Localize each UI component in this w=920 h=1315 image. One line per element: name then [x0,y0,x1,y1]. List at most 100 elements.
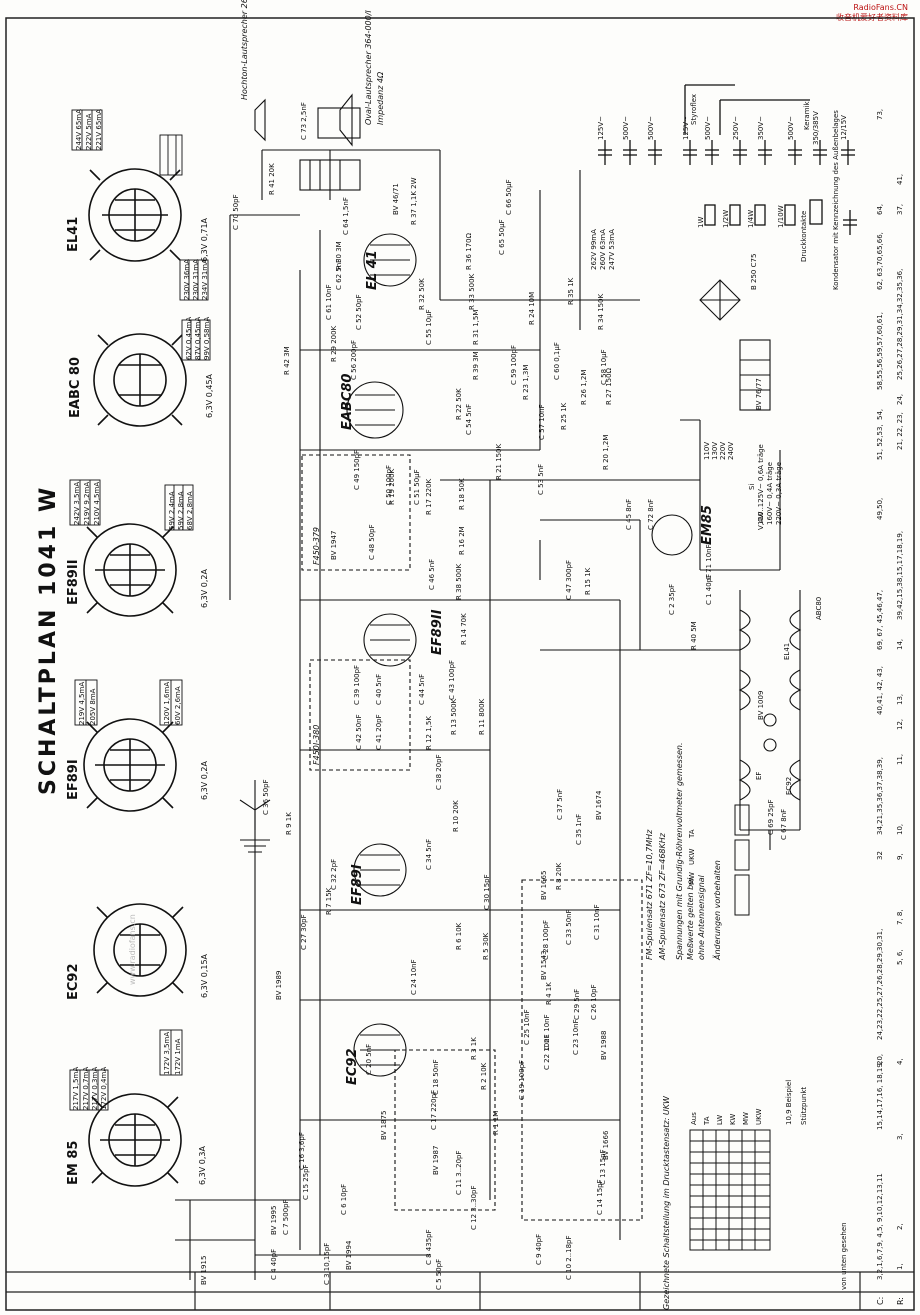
psu-legend-label: 250V~ [732,115,740,140]
table-c-cell: 3,2,1,6,7,9, 4,5, 9,10,12,13,11 [876,1173,884,1280]
el41-pinout [88,168,182,262]
table-c-cell: 20, [876,1053,884,1065]
component-label: R 1 1M [492,1110,500,1135]
switch-footer: von unten gesehen [840,1222,848,1290]
component-label: R 18 50K [458,478,466,510]
note-changes: Änderungen vorbehalten [713,860,722,960]
tube-name-el41: EL41 [66,216,81,252]
voltage-tables [69,109,211,1111]
tube-pinouts [83,168,187,1187]
table-c-cell: 32 [876,851,884,860]
table-c-cell: 64, [876,203,884,215]
mains-lamp: V,4W [757,511,765,530]
component-label: C 73 2,5nF [300,102,308,140]
fuse-label: 220V~ 0,3A träge [775,461,783,525]
circuit-tube-ef89ii: EF89II [430,609,445,655]
note-values: Meßwerte gelten bei [686,877,695,960]
component-label: R 31 1,5M [472,309,480,345]
ec92-table-row: 172V 3,5mA [163,1031,171,1075]
page-border [5,17,915,1311]
component-label: C 31 10nF [593,904,601,940]
tube-heater-ec92: 6,3V 0,15A [200,953,209,998]
note-am-coil: AM-Spulensatz 673 ZF=468KHz [658,833,667,960]
component-label: C 5 50pF [435,1258,443,1290]
tube-heater-em85: 6,3V 0,3A [198,1146,207,1185]
component-label: R 22 50K [455,388,463,420]
component-label: R 7 15K [325,887,333,915]
psu-legend-label: 350V~ [757,115,765,140]
coil-label: BV 1988 [600,1030,608,1060]
ef89ii-table-row: 210V 4,5mA [93,481,101,525]
tap-label: 240V [727,441,735,460]
psu-legend-label: Kondensator mit Kennzeichnung des Außenb… [832,110,840,290]
table-c-cell: 54, [876,408,884,420]
voltage-box-row: 262V 99mA [590,229,598,270]
ef89ii-pinout [83,523,177,617]
schematic-title: SCHALTPLAN 1041 W [36,484,61,795]
rectifier-label: B 250 C75 [750,253,758,290]
table-r-cell: 11, [896,753,904,765]
el41-table-row: 222V 5mA [85,113,93,150]
table-c-cell: 40,41, 42, 43, [876,666,884,715]
switch-header: TA [703,1116,711,1125]
el41b-table-row: 234V 31mA [201,259,209,300]
component-label: C 48 50pF [368,524,376,560]
psu-legend-symbols [598,84,857,235]
table-r-cell: 25,26,27,28,29,31,34,32,35,36, [896,268,904,380]
em85-table-row: 172V 0,4mA [100,1066,108,1110]
component-label: R 24 10M [528,291,536,325]
em85-pinout [88,1093,182,1187]
component-label: C 20 5nF [365,1043,373,1075]
eabc-table-row: 99V 0,58mA [203,316,211,360]
table-c-cell: 51, 52,53, [876,424,884,460]
component-label: C 39 100pF [353,664,361,705]
table-r-cell: 14, [896,638,904,650]
component-label: C 66 50µF [505,179,513,215]
mode-box: TA [688,829,696,838]
component-label: C 57 10nF [538,404,546,440]
tube-heater-ef89i: 6,3V 0,2A [200,761,209,800]
component-label: R 6 10K [455,922,463,950]
ef89iib-table-row: 59V 2,8mA [177,491,185,530]
component-label: R 10 20K [452,800,460,832]
switch-header: MW [742,1112,750,1125]
component-label: R 25 1K [560,402,568,430]
switch-header: KW [729,1113,737,1125]
component-label: C 43 100pF [448,659,456,700]
voltage-box-row: 247V 53mA [608,229,616,270]
component-label: R 30 3M [335,241,343,270]
tap-label: 110V [703,441,711,460]
component-label: C 30 15pF [483,874,491,910]
if-filter-label: F450I-380 [312,724,321,765]
circuit-tube-el41: EL 41 [365,250,380,290]
component-label: R 4 1K [545,982,553,1005]
psu-legend-label: 500V~ [647,115,655,140]
component-label: R 35 1K [567,277,575,305]
component-label: R 2 10K [480,1062,488,1090]
tube-name-ef89i: EF89I [66,759,81,800]
eabc-table-row: 87V 0,45mA [194,316,202,360]
component-label: C 46 5nF [428,558,436,590]
transformer-label: BV 76/77 [755,378,763,410]
if-filter-label: F450-379 [312,526,321,565]
el41b-table-row: 230V 31mA [192,259,200,300]
ef89ib-table-row: 120V 1,6mA [163,681,171,725]
component-label: C 64 1,5nF [342,197,350,235]
site-name: RadioFans.CN [853,3,908,12]
component-label: C 10 2..18pF [565,1235,573,1280]
component-label: R 8 20K [555,862,563,890]
ef89i-pinout [83,718,177,812]
component-label: R 23 1,3M [522,364,530,400]
component-label: C 60 0,1µF [553,342,561,380]
table-r-cell: 9, [896,853,904,860]
component-label: R 3 1K [470,1037,478,1060]
component-label: C 38 20pF [435,754,443,790]
tube-heater-eabc80: 6,3V 0,45A [205,373,214,418]
component-label: C 36 50pF [262,779,270,815]
component-label: R 11 800K [478,698,486,735]
table-c-cell: 24,23,22,25,27,26,28,29,30,31, [876,928,884,1040]
ef89iib-table-row: 59V 2,4mA [168,491,176,530]
em85-table-row: 217V 0,3mA [91,1066,99,1110]
component-label: R 17 220K [425,478,433,515]
